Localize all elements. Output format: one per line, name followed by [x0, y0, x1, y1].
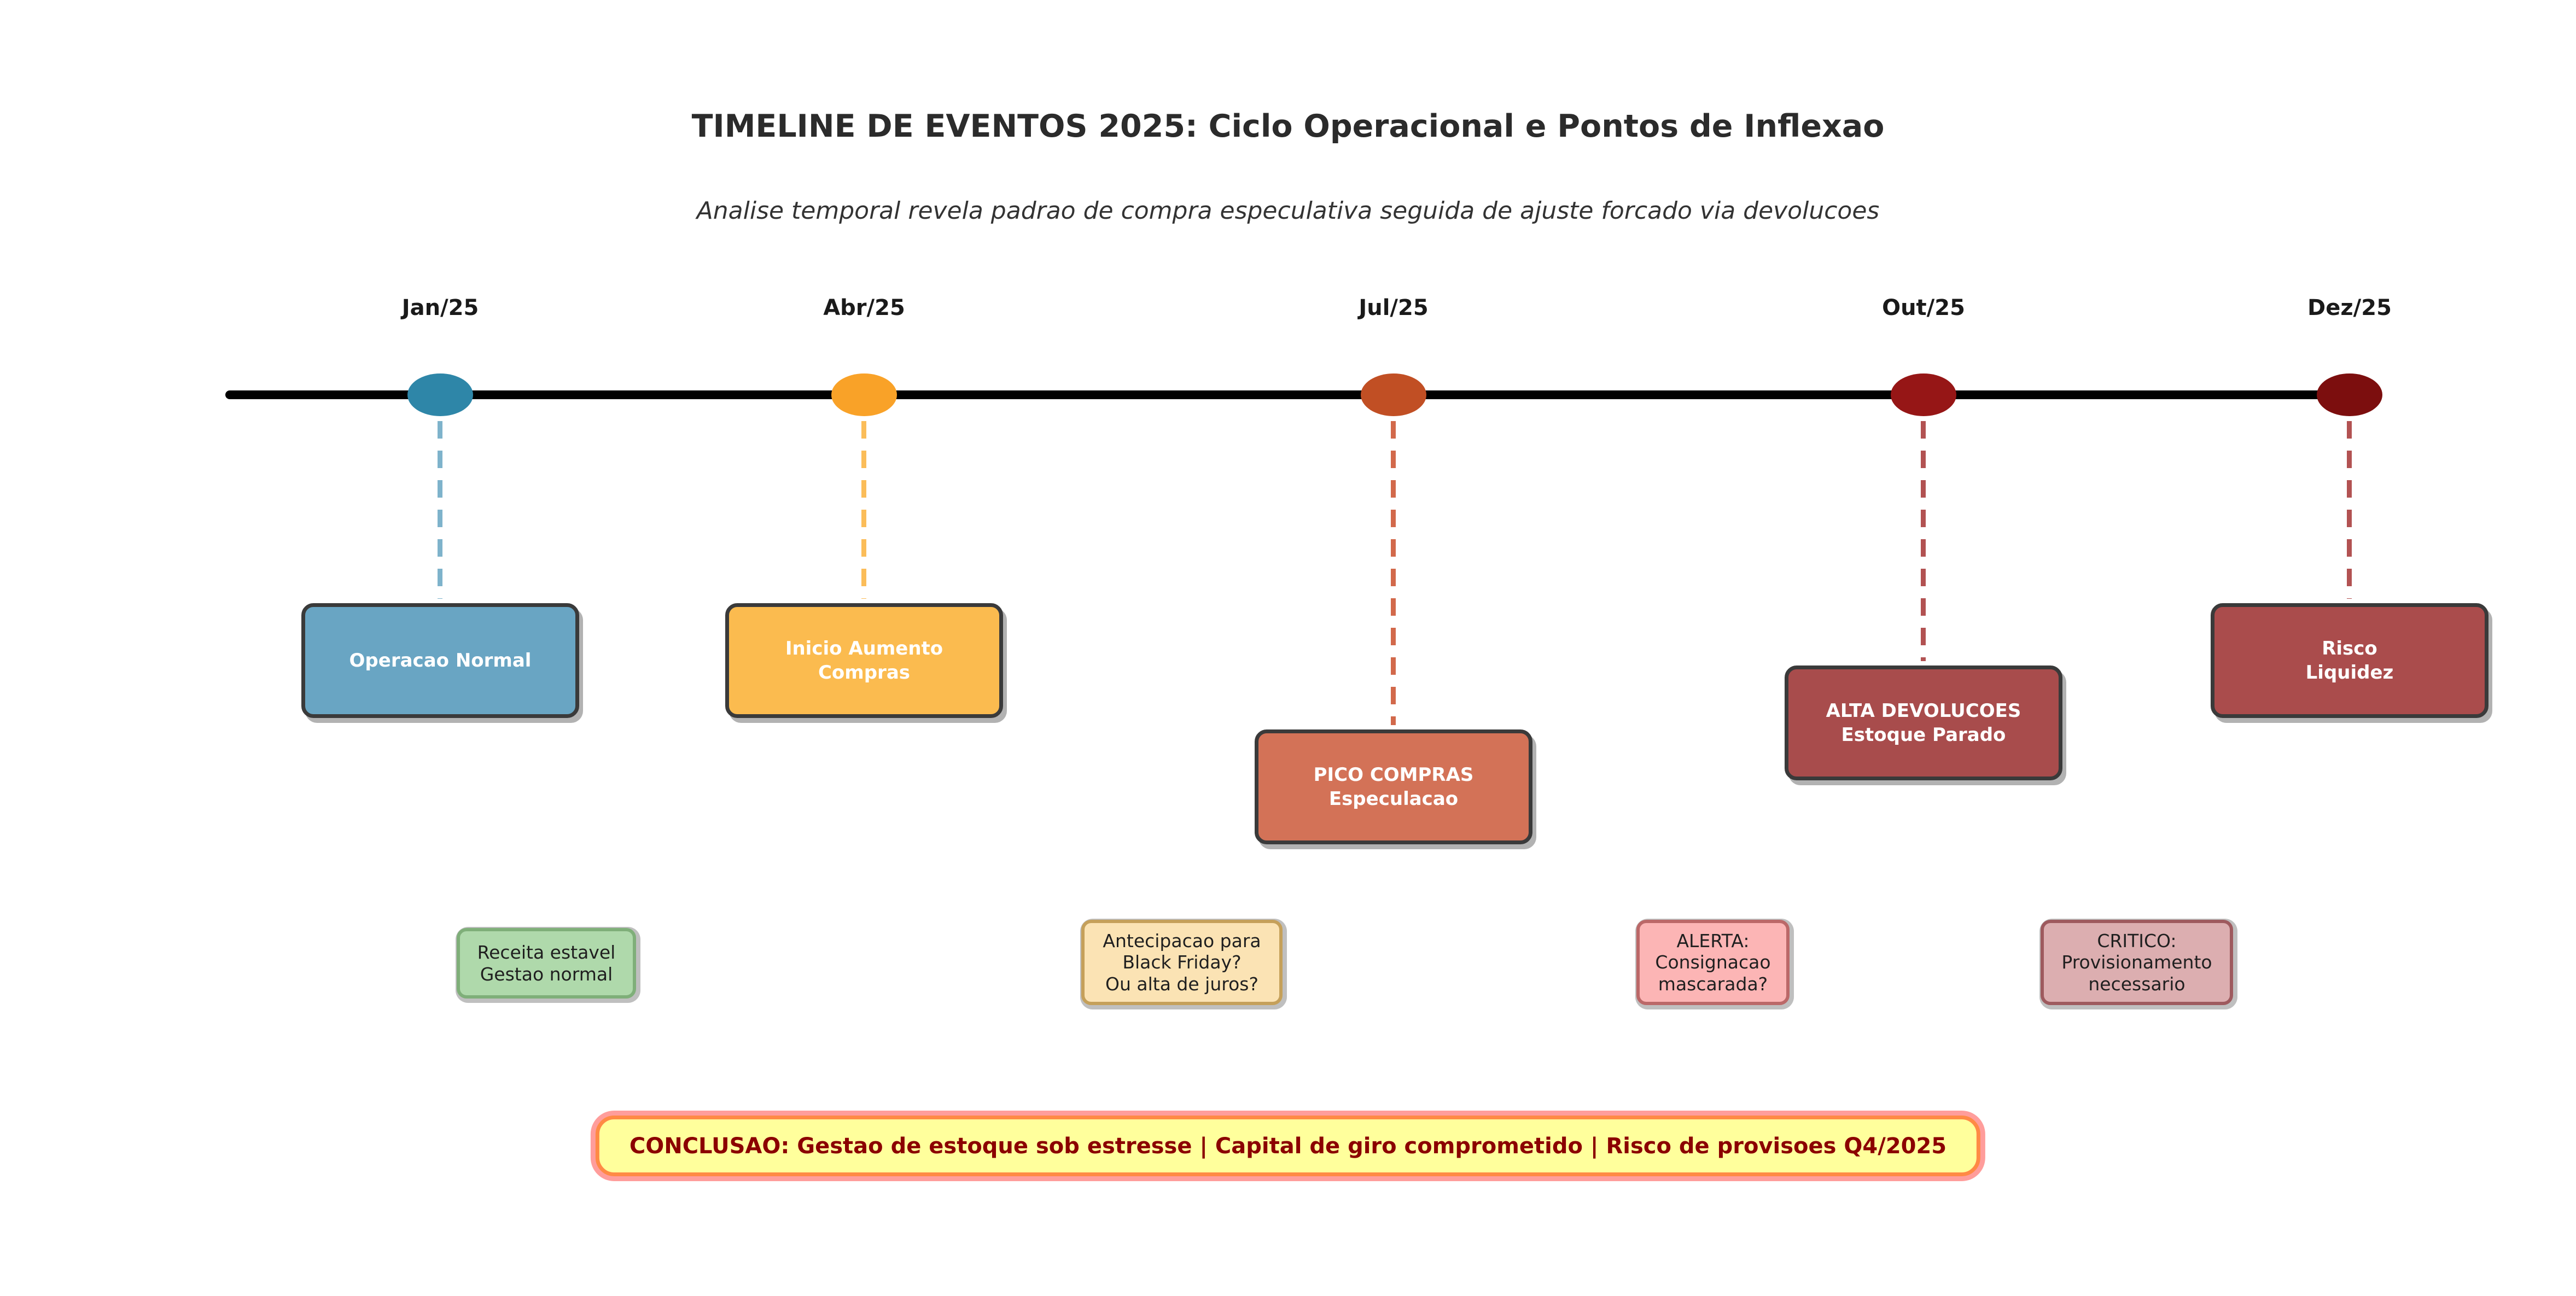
date-label-abr25: Abr/25 [823, 295, 905, 320]
date-label-jul25: Jul/25 [1359, 295, 1429, 320]
date-label-dez25: Dez/25 [2307, 295, 2392, 320]
event-box-risco-liquidez: Risco Liquidez [2211, 603, 2488, 718]
page-subtitle: Analise temporal revela padrao de compra… [696, 197, 1880, 225]
event-box-alta-devolucoes: ALTA DEVOLUCOES Estoque Parado [1785, 665, 2062, 780]
note-critico-provisionamento: CRITICO: Provisionamento necessario [2041, 920, 2233, 1005]
page-title: TIMELINE DE EVENTOS 2025: Ciclo Operacio… [691, 108, 1885, 144]
note-alerta-consignacao: ALERTA: Consignacao mascarada? [1636, 920, 1790, 1005]
event-box-inicio-aumento-compras: Inicio Aumento Compras [725, 603, 1003, 718]
connector-line-jul25 [1391, 421, 1396, 725]
connector-line-dez25 [2347, 421, 2352, 599]
event-box-pico-compras: PICO COMPRAS Especulacao [1255, 729, 1532, 844]
connector-line-out25 [1921, 421, 1926, 661]
timeline-marker-dez25 [2317, 373, 2382, 416]
conclusion-banner: CONCLUSAO: Gestao de estoque sob estress… [595, 1116, 1981, 1176]
date-label-jan25: Jan/25 [401, 295, 479, 320]
timeline-marker-jul25 [1361, 373, 1426, 416]
timeline-marker-out25 [1891, 373, 1956, 416]
date-label-out25: Out/25 [1882, 295, 1965, 320]
connector-line-abr25 [861, 421, 866, 599]
timeline-marker-abr25 [831, 373, 897, 416]
connector-line-jan25 [438, 421, 442, 599]
timeline-axis [225, 390, 2371, 399]
event-box-operacao-normal: Operacao Normal [301, 603, 579, 718]
timeline-marker-jan25 [407, 373, 473, 416]
note-receita-estavel: Receita estavel Gestao normal [457, 928, 636, 999]
note-antecipacao-black-friday: Antecipacao para Black Friday? Ou alta d… [1081, 920, 1283, 1005]
